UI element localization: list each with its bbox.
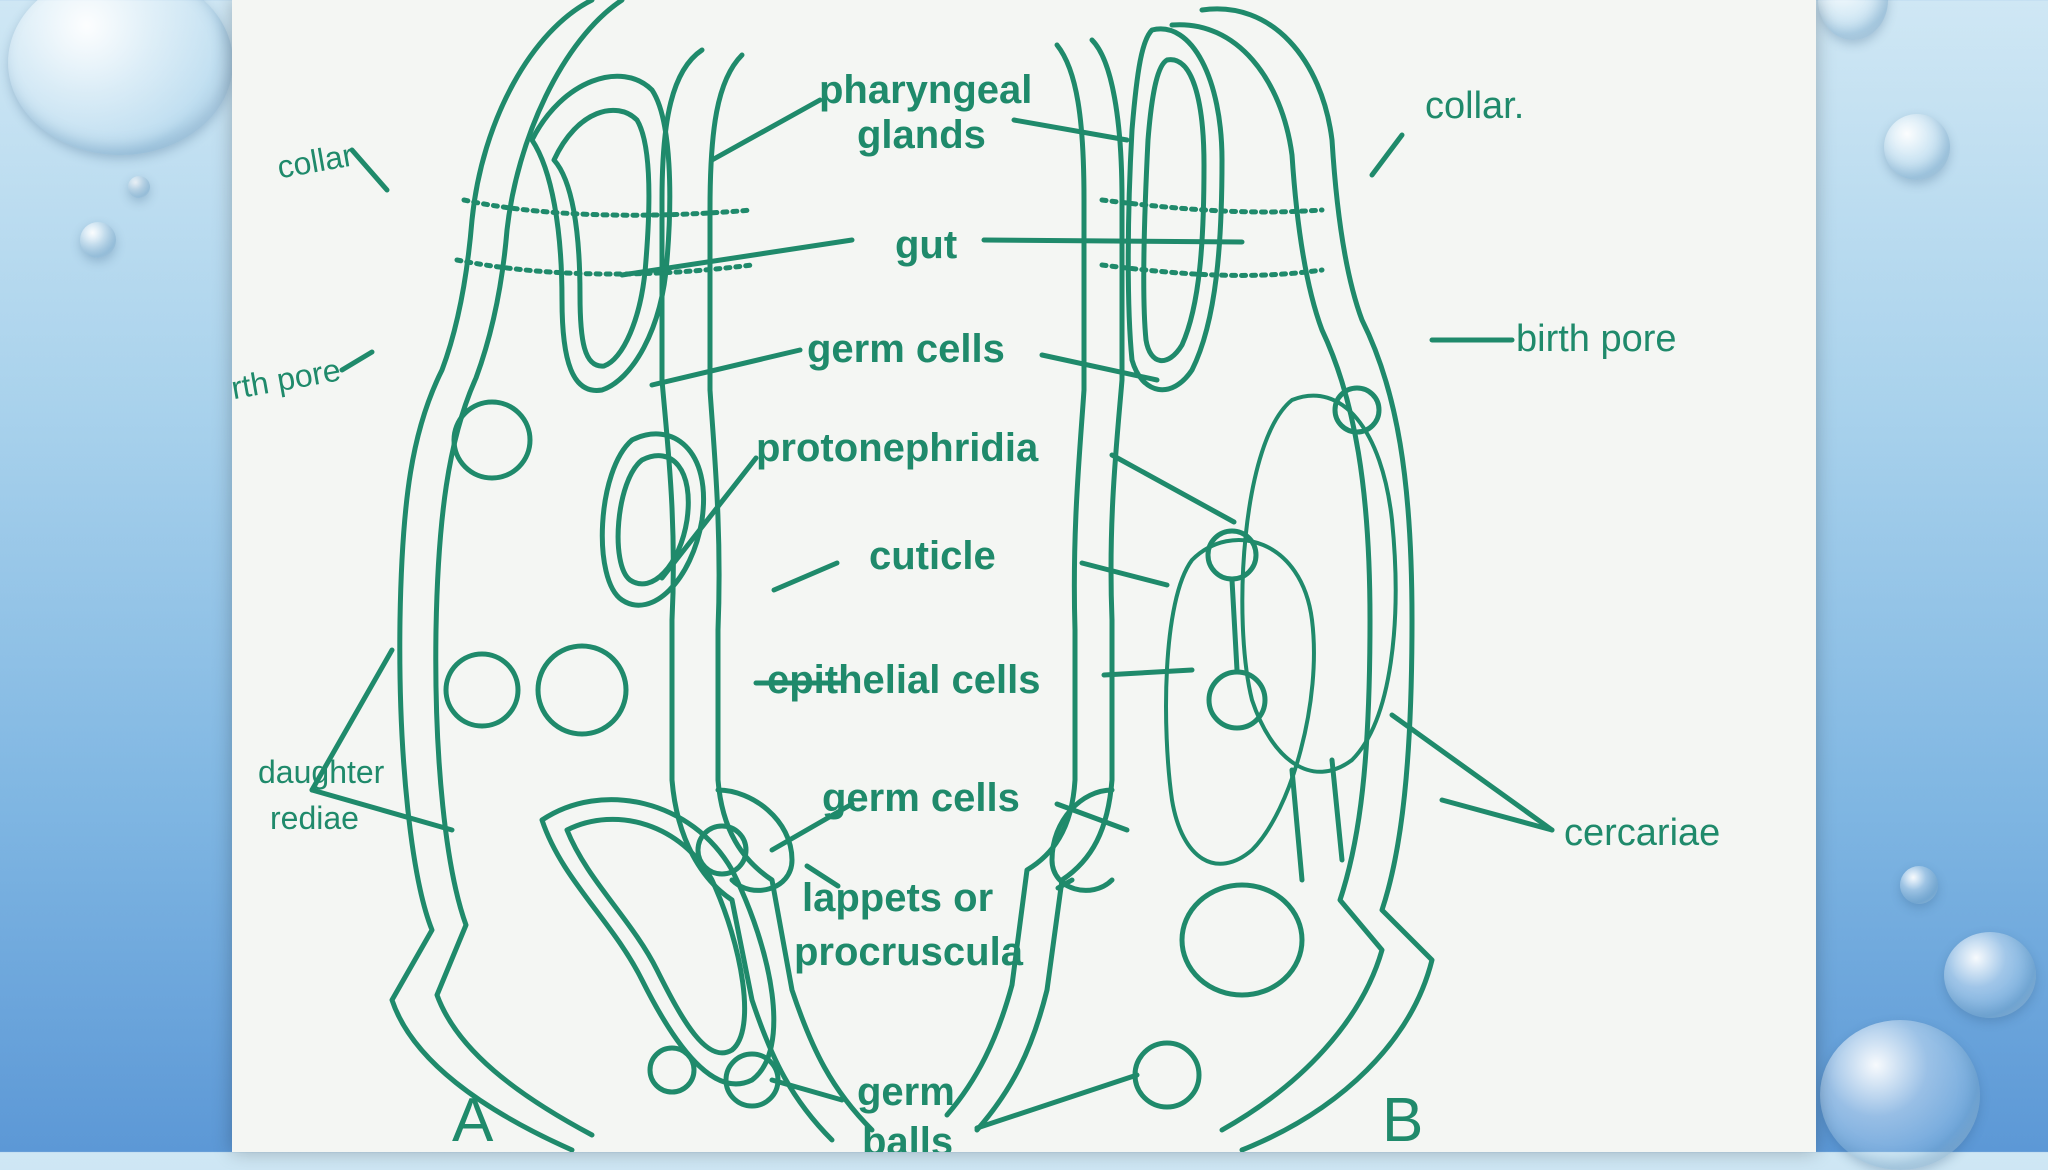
- label-lappets-or: lappets or: [802, 876, 994, 920]
- label-cercariae: cercariae: [1564, 812, 1721, 854]
- label-glands: glands: [857, 113, 986, 157]
- panel-label-b: B: [1382, 1086, 1424, 1152]
- redia-b-body: [944, 6, 1555, 1152]
- label-procruscula: procruscula: [794, 930, 1023, 974]
- label-germ-cells-lower: germ cells: [822, 776, 1020, 820]
- center-leader-lines: [619, 97, 1245, 1131]
- label-birth-pore-right: birth pore: [1516, 318, 1677, 360]
- label-rediae: rediae: [270, 800, 359, 836]
- water-drop-decoration: [8, 0, 233, 155]
- label-cuticle: cuticle: [869, 534, 996, 578]
- label-germ-cells-top: germ cells: [807, 327, 1005, 371]
- water-drop-decoration: [128, 176, 150, 198]
- redia-diagram-drawing: [309, 0, 1555, 1152]
- label-pharyngeal: pharyngeal: [819, 68, 1033, 112]
- label-balls: balls: [862, 1120, 954, 1152]
- label-germ: germ: [857, 1070, 955, 1114]
- label-collar-right: collar.: [1425, 85, 1525, 127]
- water-drop-decoration: [1900, 866, 1938, 904]
- label-gut: gut: [895, 223, 958, 267]
- water-drop-decoration: [1944, 932, 2036, 1018]
- label-daughter: daughter: [258, 754, 385, 790]
- water-drop-decoration: [1820, 1020, 1980, 1170]
- redia-a-body: [309, 0, 875, 1152]
- panel-label-a: A: [452, 1086, 494, 1152]
- label-epithelial-cells: epithelial cells: [767, 658, 1041, 702]
- water-drop-decoration: [1884, 114, 1950, 180]
- water-drop-decoration: [80, 222, 116, 258]
- diagram-slide: pharyngeal glands gut germ cells protone…: [232, 0, 1816, 1152]
- label-protonephridia: protonephridia: [756, 426, 1039, 470]
- water-drop-decoration: [1818, 0, 1888, 40]
